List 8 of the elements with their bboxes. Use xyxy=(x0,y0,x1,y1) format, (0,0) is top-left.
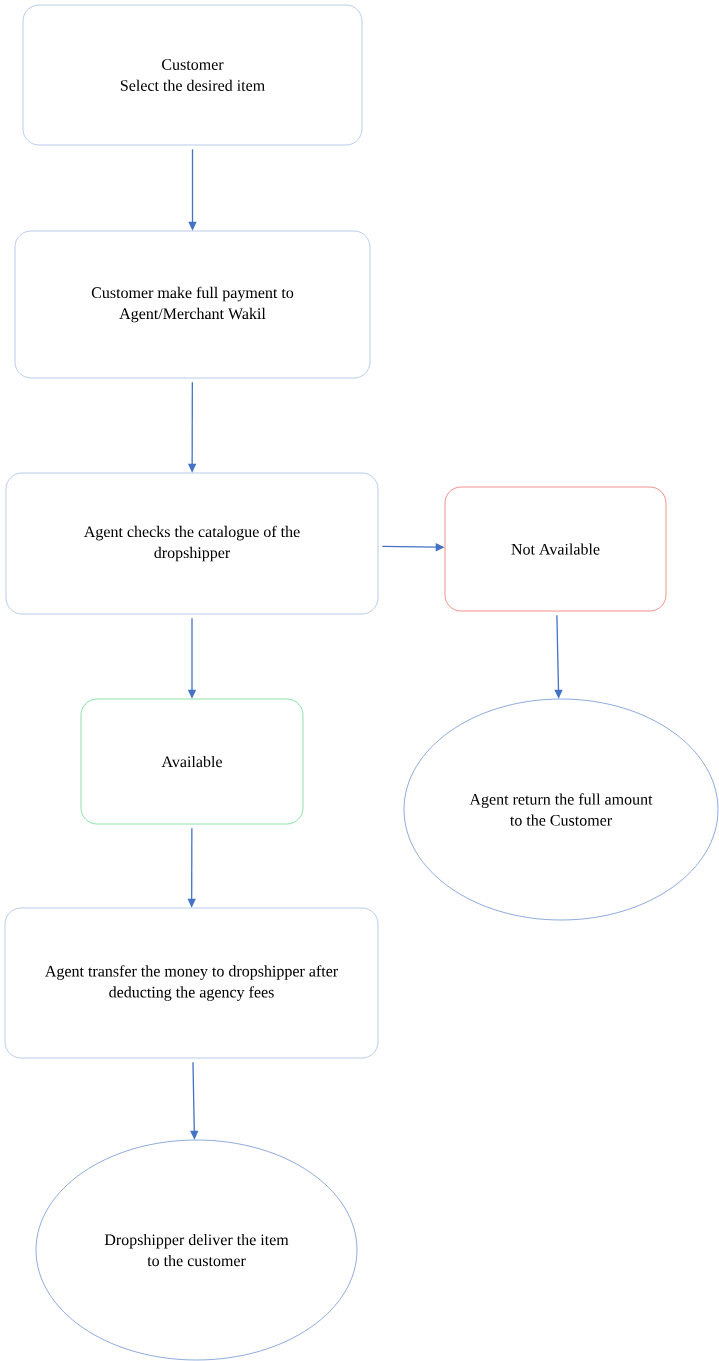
oval-node: Dropshipper deliver the item to the customer xyxy=(35,1139,358,1361)
process-box: Agent transfer the money to dropshipper after deducting the agency fees xyxy=(4,907,379,1059)
oval-node: Agent return the full amount to the Customer xyxy=(403,698,719,921)
process-box: Agent checks the catalogue of the dropshipper xyxy=(5,472,379,615)
process-box: Customer Select the desired item xyxy=(22,4,363,146)
process-box: Customer make full payment to Agent/Merchant Wakil xyxy=(14,230,371,379)
process-box: Not Available xyxy=(444,486,667,612)
process-box: Available xyxy=(80,698,304,825)
